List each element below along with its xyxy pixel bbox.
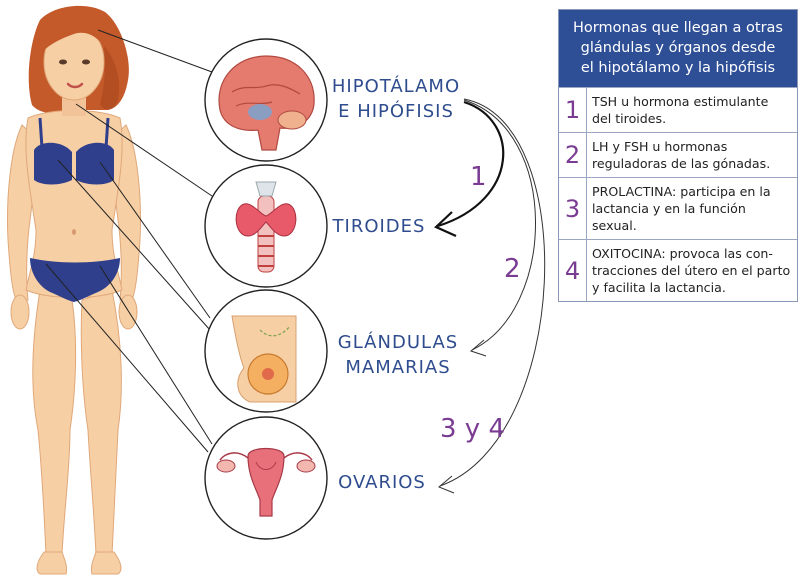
panel-row-2-number: 2	[559, 133, 587, 177]
left-hand	[10, 294, 30, 330]
arrow-3-4-head	[438, 475, 455, 494]
connector-ovaries-2	[99, 265, 213, 445]
arrow-2-head	[469, 339, 487, 357]
panel-row-4-text: OXITOCINA: provoca las con- tracciones d…	[587, 240, 795, 301]
organ-circle-ovaries	[204, 416, 328, 540]
hormone-arrows	[434, 98, 546, 494]
panel-row-1-text: TSH u hormona estimulante del tiroides.	[587, 88, 773, 132]
connector-mammary-2	[99, 161, 211, 319]
right-foot	[91, 551, 122, 575]
mouth	[66, 82, 84, 89]
panel-row-4-line-1: OXITOCINA: provoca las con-	[592, 246, 773, 261]
connector-ovaries-1	[45, 263, 209, 453]
arrow-2	[463, 99, 536, 351]
panel-row-1-line-2: del tiroides.	[592, 111, 667, 126]
left-foot	[36, 551, 67, 575]
bikini-bottom	[30, 258, 120, 302]
hormones-panel: Hormonas que llegan a otras glándulas y …	[558, 9, 798, 302]
panel-row-4-number: 4	[559, 240, 587, 301]
trachea-icon	[257, 195, 275, 273]
woman-figure	[7, 5, 141, 575]
panel-row-1-line-1: TSH u hormona estimulante	[592, 94, 769, 109]
uterus-icon	[247, 447, 285, 517]
panel-row-3-line-2: lactancia y en la función sexual.	[592, 201, 746, 233]
arrow-number-2: 2	[504, 254, 521, 284]
connector-lines	[45, 29, 213, 453]
panel-row-3-line-1: PROLACTINA: participa en la	[592, 184, 771, 199]
arrow-1-head	[434, 211, 457, 238]
hair-front	[42, 13, 107, 52]
panel-row-1: 1 TSH u hormona estimulante del tiroides…	[559, 87, 797, 132]
bikini-top-left	[34, 142, 72, 185]
label-ovaries: OVARIOS	[338, 472, 426, 493]
panel-row-3-text: PROLACTINA: participa en la lactancia y …	[587, 178, 797, 239]
panel-row-4-line-3: y facilita la lactancia.	[592, 280, 726, 295]
panel-row-2: 2 LH y FSH u hormonas reguladoras de las…	[559, 132, 797, 177]
right-eye	[82, 59, 90, 65]
arrow-1	[437, 100, 505, 228]
arrow-number-3-4: 3 y 4	[440, 414, 505, 444]
arrow-number-1: 1	[470, 162, 487, 192]
right-leg	[80, 289, 122, 556]
panel-row-3-number: 3	[559, 178, 587, 239]
thyroid-gland-icon	[235, 203, 297, 237]
connector-mammary-1	[57, 159, 211, 331]
organ-circle-hypothalamus	[204, 38, 328, 162]
panel-title-line-2: glándulas y órganos desde	[580, 40, 776, 56]
label-hypothalamus-line-2: E HIPÓFISIS	[338, 101, 454, 122]
bikini-strap-left	[38, 117, 44, 149]
navel	[72, 229, 76, 235]
panel-title-line-1: Hormonas que llegan a otras	[573, 20, 783, 36]
panel-row-2-line-2: reguladoras de las gónadas.	[592, 156, 771, 171]
organ-circle-thyroid	[204, 164, 328, 288]
panel-row-4-line-2: tracciones del útero en el parto	[592, 263, 791, 278]
panel-row-1-number: 1	[559, 88, 587, 132]
panel-row-2-line-1: LH y FSH u hormonas	[592, 139, 728, 154]
panel-title: Hormonas que llegan a otras glándulas y …	[559, 10, 797, 87]
label-mammary: GLÁNDULAS MAMARIAS	[336, 330, 460, 380]
label-hypothalamus: HIPOTÁLAMO E HIPÓFISIS	[326, 74, 466, 124]
bikini-strap-right	[104, 117, 110, 149]
panel-row-4: 4 OXITOCINA: provoca las con- tracciones…	[559, 239, 797, 301]
arrow-3-4	[439, 98, 546, 487]
bikini-top-right	[76, 142, 114, 185]
label-mammary-line-2: MAMARIAS	[345, 357, 451, 378]
organ-circle-mammary	[204, 289, 328, 413]
label-hypothalamus-line-1: HIPOTÁLAMO	[331, 76, 461, 97]
hair-side	[100, 46, 120, 110]
left-eye	[59, 59, 67, 65]
label-thyroid: TIROIDES	[332, 216, 426, 237]
panel-row-2-text: LH y FSH u hormonas reguladoras de las g…	[587, 133, 775, 177]
panel-title-line-3: el hipotálamo y la hipófisis	[580, 60, 776, 76]
panel-row-3: 3 PROLACTINA: participa en la lactancia …	[559, 177, 797, 239]
left-leg	[32, 289, 77, 556]
connector-thyroid	[75, 103, 213, 197]
connector-hypothalamus	[97, 29, 213, 73]
label-mammary-line-1: GLÁNDULAS	[337, 332, 459, 353]
